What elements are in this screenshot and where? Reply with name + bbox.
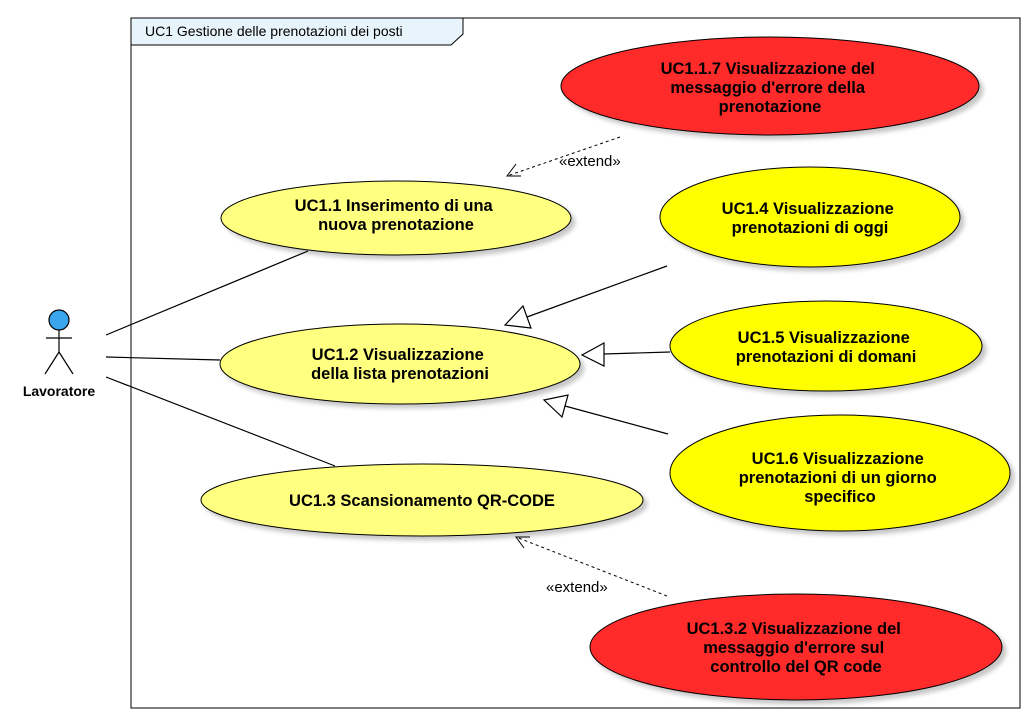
generalization-uc15-arrow xyxy=(580,341,605,367)
uc117-line-2: messaggio d'errore della xyxy=(670,79,865,97)
uc11-line-1: UC1.1 Inserimento di una xyxy=(295,197,494,215)
uc12-line-2: della lista prenotazioni xyxy=(311,365,489,383)
actor-label: Lavoratore xyxy=(23,383,96,399)
associations xyxy=(105,250,336,467)
extend-top-arrowhead xyxy=(506,163,521,177)
svg-text:UC1.3.2 Visualizzazione del: UC1.3.2 Visualizzazione del messaggio d'… xyxy=(687,620,906,676)
svg-text:UC1.2 Visualizzazione de: UC1.2 Visualizzazione della lista prenot… xyxy=(311,346,489,383)
generalization-uc14-line xyxy=(526,265,668,318)
uc13-line-1: UC1.3 Scansionamento QR-CODE xyxy=(289,492,555,510)
svg-text:UC1.4 Visualizzazione pr: UC1.4 Visualizzazione prenotazioni di og… xyxy=(722,200,899,237)
generalization-uc16-line xyxy=(564,405,669,435)
use-case-uc16[interactable]: UC1.6 Visualizzazione prenotazioni di un… xyxy=(669,414,1011,532)
frame-title: UC1 Gestione delle prenotazioni dei post… xyxy=(145,23,403,39)
association-uc13 xyxy=(105,376,336,467)
uc117-line-1: UC1.1.7 Visualizzazione del xyxy=(661,60,875,78)
extend-bottom-label: «extend» xyxy=(546,579,608,596)
uc132-line-1: UC1.3.2 Visualizzazione del xyxy=(687,620,901,638)
generalization-uc14-arrow xyxy=(503,304,532,329)
uc117-line-3: prenotazione xyxy=(719,98,822,116)
uc15-line-2: prenotazioni di domani xyxy=(736,348,917,366)
use-case-uc117[interactable]: UC1.1.7 Visualizzazione del messaggio d'… xyxy=(560,36,980,136)
actor-head xyxy=(48,309,70,331)
uc132-line-2: messaggio d'errore sul xyxy=(703,639,884,657)
extend-top-line xyxy=(506,136,621,177)
actor-lavoratore[interactable]: Lavoratore xyxy=(23,309,96,399)
uc12-line-1: UC1.2 Visualizzazione xyxy=(312,346,484,364)
extend-relations: «extend» «extend» xyxy=(506,136,668,597)
actor-right-leg xyxy=(58,351,74,375)
generalization-uc15-line xyxy=(603,351,671,355)
uc14-line-1: UC1.4 Visualizzazione xyxy=(722,200,894,218)
use-case-uc14[interactable]: UC1.4 Visualizzazione prenotazioni di og… xyxy=(659,166,961,268)
extend-bottom-arrowhead xyxy=(515,536,530,549)
association-uc12 xyxy=(105,356,221,361)
use-case-uc13[interactable]: UC1.3 Scansionamento QR-CODE xyxy=(200,463,644,537)
svg-text:UC1.1 Inserimento di una: UC1.1 Inserimento di una nuova prenotazi… xyxy=(295,197,498,234)
association-uc11 xyxy=(105,250,309,336)
uc132-line-3: controllo del QR code xyxy=(710,658,881,676)
actor-left-leg xyxy=(44,351,60,375)
uc16-line-1: UC1.6 Visualizzazione xyxy=(752,450,924,468)
use-case-uc11[interactable]: UC1.1 Inserimento di una nuova prenotazi… xyxy=(220,180,572,256)
extend-top-label: «extend» xyxy=(559,153,621,170)
use-case-uc15[interactable]: UC1.5 Visualizzazione prenotazioni di do… xyxy=(669,300,983,392)
frame-title-tab xyxy=(130,17,464,46)
svg-text:UC1.3 Scansionamento QR-CODE: UC1.3 Scansionamento QR-CODE xyxy=(289,492,555,510)
svg-text:UC1.5 Visualizzazione pr: UC1.5 Visualizzazione prenotazioni di do… xyxy=(736,329,917,366)
uc15-line-1: UC1.5 Visualizzazione xyxy=(738,329,910,347)
uc14-line-2: prenotazioni di oggi xyxy=(732,219,889,237)
generalizations xyxy=(503,265,671,435)
svg-text:UC1.6 Visualizzazione pr: UC1.6 Visualizzazione prenotazioni di un… xyxy=(739,450,942,506)
use-case-uc132[interactable]: UC1.3.2 Visualizzazione del messaggio d'… xyxy=(589,593,1003,701)
svg-text:UC1.1.7 Visualizzazione del: UC1.1.7 Visualizzazione del messaggio d'… xyxy=(661,60,880,116)
uc16-line-3: specifico xyxy=(804,488,876,506)
use-case-uc12[interactable]: UC1.2 Visualizzazione della lista prenot… xyxy=(219,323,581,405)
generalization-uc16-arrow xyxy=(542,394,569,419)
uc11-line-2: nuova prenotazione xyxy=(318,216,474,234)
uc16-line-2: prenotazioni di un giorno xyxy=(739,469,937,487)
